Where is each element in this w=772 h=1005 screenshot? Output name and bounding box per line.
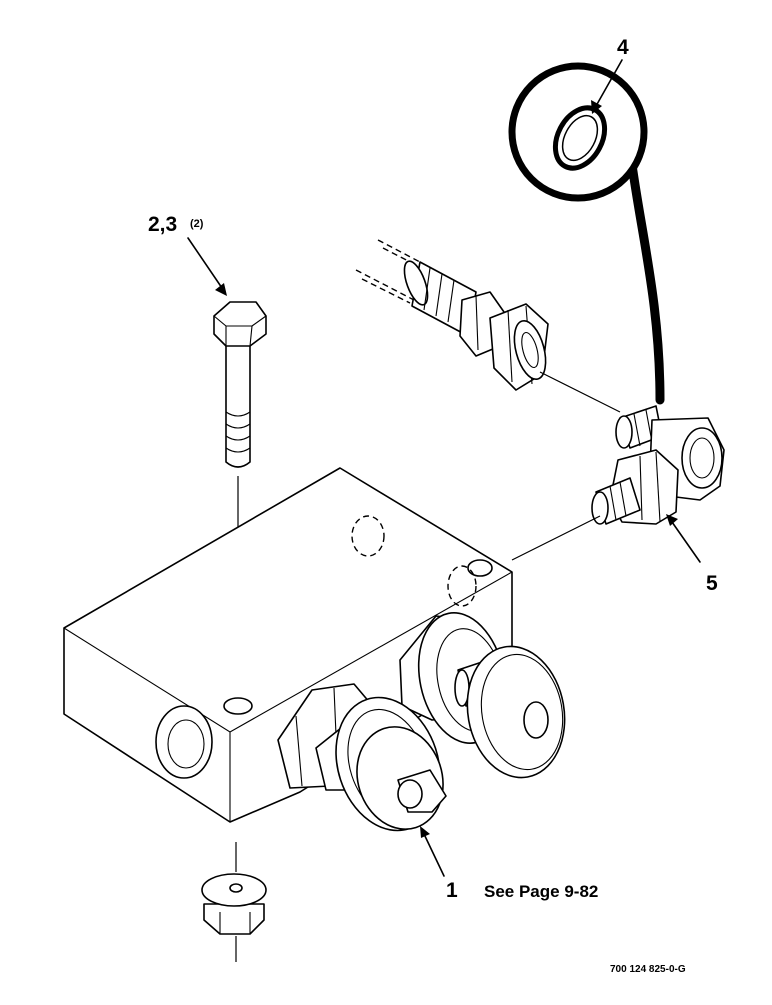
hex-bolt (213, 301, 267, 468)
o-ring-detail-bubble (508, 62, 665, 405)
callout-part-5: 5 (706, 572, 718, 595)
callout-arrow-part-1 (420, 826, 445, 877)
hose-phantom (355, 239, 477, 337)
see-page-note: See Page 9-82 (484, 882, 598, 901)
callout-part-4: 4 (617, 36, 629, 59)
elbow-fitting (591, 405, 725, 525)
callout-part-1: 1 (446, 879, 458, 902)
callout-arrow-part-5 (666, 514, 701, 563)
callout-arrow-part-4 (591, 59, 623, 114)
drawing-id: 700 124 825-0-G (610, 964, 686, 975)
callout-arrow-parts-2-3 (187, 237, 227, 296)
hose-centerline (539, 371, 621, 413)
elbow-centerline (511, 515, 601, 561)
hose-fitting-nut (459, 291, 549, 391)
relief-valve-cartridge (277, 683, 447, 832)
valve-block (63, 467, 513, 823)
lock-nut (201, 873, 267, 935)
adjuster-knob (399, 612, 566, 779)
callout-parts-2-3: 2,3 (148, 213, 177, 236)
callout-parts-2-3-qty: (2) (190, 218, 204, 230)
